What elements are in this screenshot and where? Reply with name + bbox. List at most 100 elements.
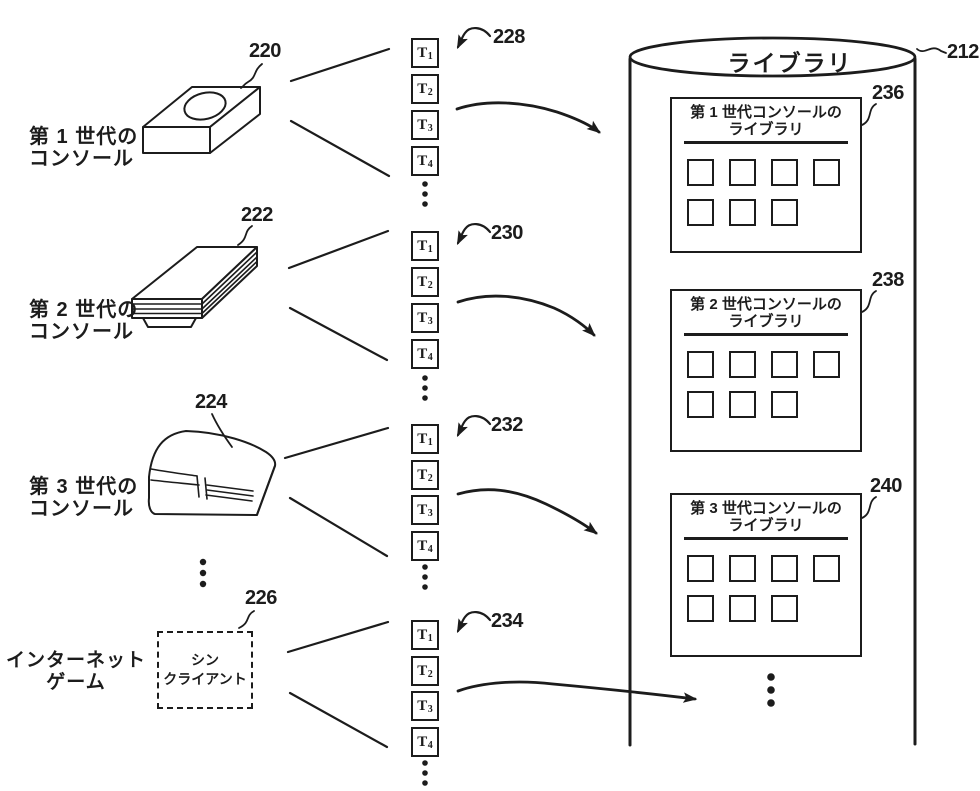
ref-236: 236 (872, 82, 904, 104)
libraries-ellipsis (767, 673, 775, 707)
ref-224: 224 (195, 391, 227, 413)
game-slot (687, 555, 714, 582)
ref-222: 222 (241, 204, 273, 226)
game-slot (729, 159, 756, 186)
game-slot (729, 199, 756, 226)
game-slot (813, 159, 840, 186)
ref-212: 212 (947, 41, 979, 63)
library-box-gen1-title-line2: ライブラリ (728, 121, 804, 138)
gen3-console-illustration (147, 430, 277, 516)
title-underline (684, 141, 848, 144)
gen2-console-label: 第 2 世代の コンソール (29, 299, 139, 343)
game-slot (771, 351, 798, 378)
gen2-queue-ellipsis (422, 375, 428, 401)
gen1-queue-ellipsis (422, 181, 428, 207)
ref-236-leader (861, 103, 877, 126)
game-slot-row (687, 199, 860, 226)
game-slot-row (687, 595, 860, 622)
ingest-arrow-internet (456, 680, 698, 703)
game-slot (771, 595, 798, 622)
ref-220-leader (240, 63, 263, 89)
gen1-fan-lines (289, 47, 391, 178)
library-box-gen1: 第 1 世代コンソールの ライブラリ (670, 97, 862, 253)
library-box-gen2-title-line1: 第 2 世代コンソールの (690, 296, 842, 313)
ref-222-leader (237, 225, 253, 246)
gen3-console-label: 第 3 世代の コンソール (29, 476, 139, 520)
gen3-fan-lines (283, 426, 390, 558)
title-underline (684, 333, 848, 336)
ref-238: 238 (872, 269, 904, 291)
ref-238-leader (861, 290, 877, 313)
game-slot-row (687, 391, 860, 418)
internet-game-label: インターネット ゲーム (5, 650, 146, 693)
library-box-gen2: 第 2 世代コンソールの ライブラリ (670, 289, 862, 452)
game-slot (771, 391, 798, 418)
library-box-gen1-title-line1: 第 1 世代コンソールの (690, 104, 842, 121)
gen1-console-label: 第 1 世代の コンソール (29, 126, 139, 170)
library-box-gen3-title-line1: 第 3 世代コンソールの (690, 500, 842, 517)
ref-226: 226 (245, 587, 277, 609)
game-slot (813, 555, 840, 582)
ingest-arrow-gen3 (456, 488, 598, 535)
game-slot (687, 351, 714, 378)
game-slot (771, 199, 798, 226)
game-slot-row (687, 555, 860, 582)
ref-226-leader (238, 610, 255, 629)
library-box-gen2-title-line2: ライブラリ (728, 313, 804, 330)
ref-240: 240 (870, 475, 902, 497)
ref-220: 220 (249, 40, 281, 62)
ref-232: 232 (491, 414, 523, 436)
game-slot (771, 159, 798, 186)
ingest-arrow-gen2 (456, 294, 596, 337)
ref-228: 228 (493, 26, 525, 48)
gen2-console-illustration (131, 246, 258, 328)
title-underline (684, 537, 848, 540)
library-box-gen3: 第 3 世代コンソールの ライブラリ (670, 493, 862, 657)
ref-230: 230 (491, 222, 523, 244)
queue-arrow-230 (456, 223, 492, 246)
library-cylinder (628, 36, 917, 747)
game-slot (687, 199, 714, 226)
library-cylinder-title: ライブラリ (727, 50, 853, 76)
game-slot-row (687, 351, 860, 378)
library-box-gen3-title-line2: ライブラリ (728, 517, 804, 534)
gen2-fan-lines (287, 229, 390, 362)
thin-client-box: シン クライアント (157, 631, 253, 709)
game-slot (729, 595, 756, 622)
queue-arrow-234 (456, 611, 492, 634)
game-slot (729, 555, 756, 582)
gen3-queue-ellipsis (422, 564, 428, 590)
sources-ellipsis (199, 558, 207, 588)
queue-arrow-232 (456, 415, 492, 438)
gen1-console-illustration (142, 86, 261, 154)
internet-queue-ellipsis (422, 760, 428, 786)
game-slot (687, 159, 714, 186)
ref-212-leader (916, 47, 947, 54)
game-slot (687, 391, 714, 418)
game-slot-row (687, 159, 860, 186)
ingest-arrow-gen1 (455, 101, 601, 134)
game-slot (771, 555, 798, 582)
ref-240-leader (861, 496, 877, 519)
game-slot (729, 391, 756, 418)
ref-234: 234 (491, 610, 523, 632)
game-slot (813, 351, 840, 378)
game-slot (729, 351, 756, 378)
